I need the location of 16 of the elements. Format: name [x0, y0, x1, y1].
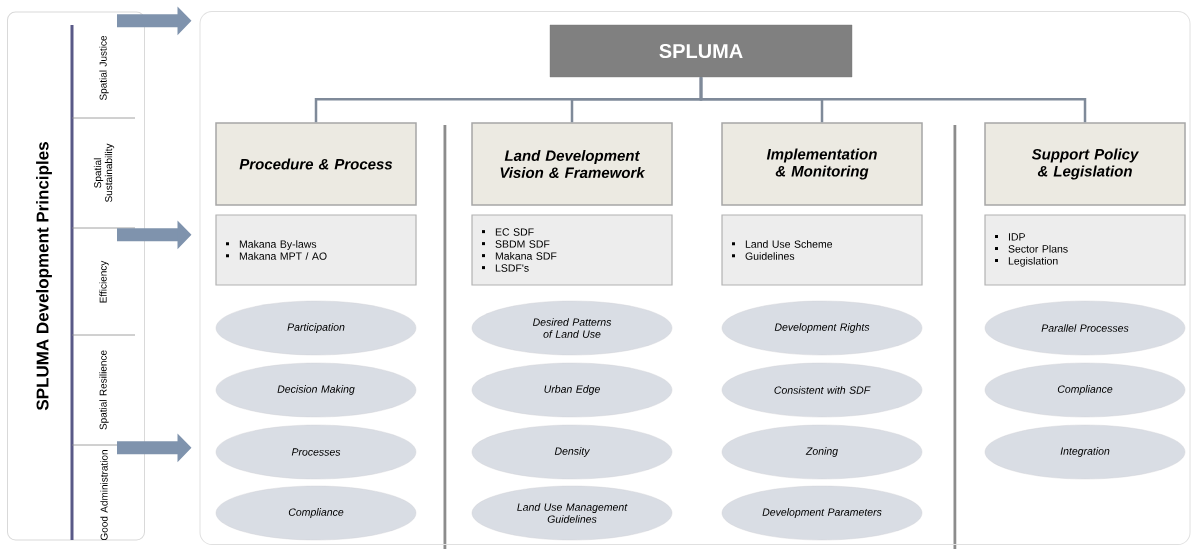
principle-label: Efficiency	[99, 260, 109, 303]
header-box: Land Development Vision & Framework	[471, 122, 673, 206]
bullet-list-box: Land Use Scheme Guidelines	[721, 214, 923, 286]
principle-label: Spatial Justice	[99, 35, 109, 101]
title-box: SPLUMA	[549, 24, 853, 78]
principle-label: Spatial Resilience	[99, 350, 109, 430]
framework-panel	[199, 11, 1191, 545]
bullet-list-box: EC SDF SBDM SDF Makana SDF LSDF's	[471, 214, 673, 286]
principle-label: Spatial Sustainability	[93, 143, 115, 202]
header-box: Procedure & Process	[215, 122, 417, 206]
connector-line	[699, 77, 1087, 123]
bullet-list-box: Makana By-laws Makana MPT / AO	[215, 214, 417, 286]
bullet-list-box: IDP Sector Plans Legislation	[984, 214, 1186, 286]
header-box: Implementation & Monitoring	[721, 122, 923, 206]
principle-label: Good Administration	[100, 450, 108, 541]
header-box: Support Policy & Legislation	[984, 122, 1186, 206]
